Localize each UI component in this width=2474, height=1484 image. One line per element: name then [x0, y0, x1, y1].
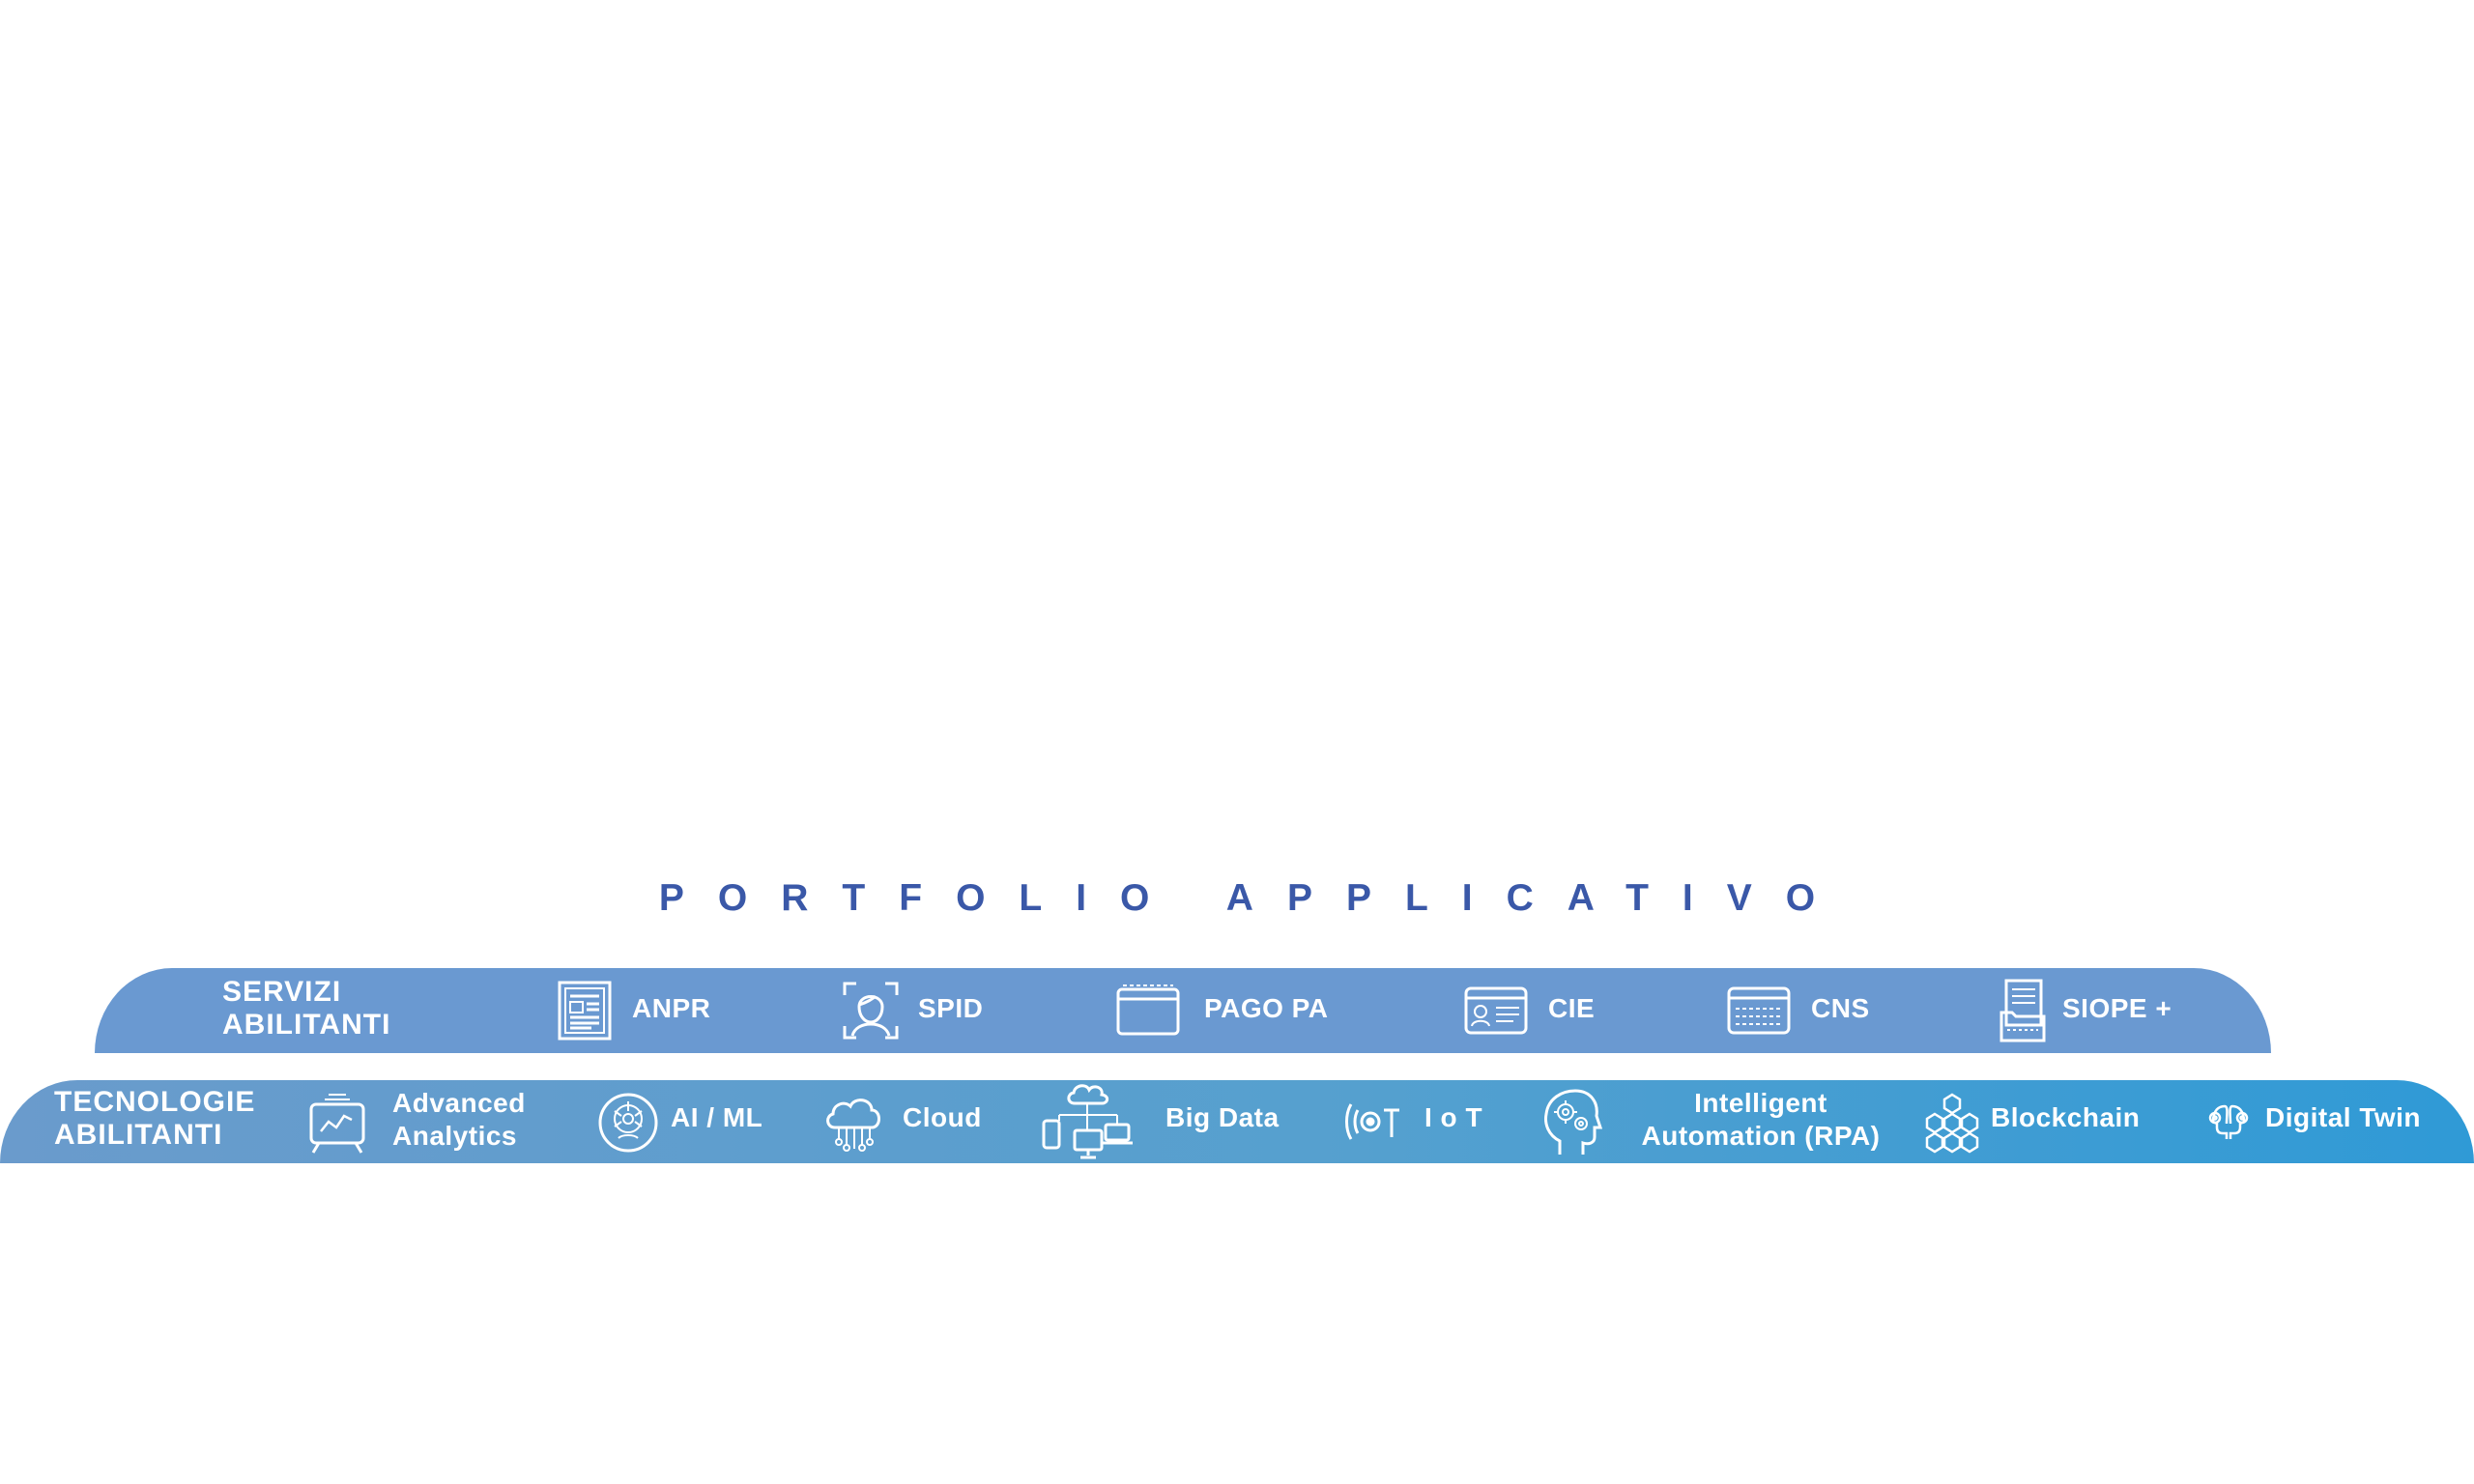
servizio-anpr: ANPR [557, 972, 769, 1049]
analytics-board-icon [307, 1091, 367, 1155]
servizio-label: ANPR [632, 993, 711, 1023]
tecnologia-advanced-analytics: Advanced Analytics [307, 1083, 559, 1160]
tecnologia-label: Blockchain [1991, 1102, 2141, 1132]
tecnologia-label: Digital Twin [2265, 1102, 2422, 1132]
smart-card-icon [1726, 985, 1792, 1036]
servizio-label: PAGO PA [1204, 993, 1329, 1023]
tecnologia-label: Cloud [903, 1102, 982, 1132]
ai-brain-icon [597, 1092, 659, 1154]
digital-twin-icon [2201, 1102, 2256, 1143]
tecnologia-label: Big Data [1165, 1102, 1280, 1132]
document-icon [557, 980, 613, 1042]
servizio-label: SPID [918, 993, 984, 1023]
servizi-title-line1: SERVIZI [222, 976, 342, 1008]
tecnologia-intelligent-automation: Intelligent Automation (RPA) [1540, 1083, 1908, 1160]
tecnologia-iot: I o T [1343, 1083, 1537, 1160]
tecnologia-digital-twin: Digital Twin [2201, 1083, 2453, 1160]
devices-network-icon [1040, 1082, 1135, 1161]
tecnologie-title-line1: TECNOLOGIE [54, 1086, 256, 1118]
tecnologia-label: Intelligent Automation (RPA) [1616, 1087, 1906, 1153]
tecnologia-ai-ml: AI / ML [597, 1083, 791, 1160]
tecnologie-abilitanti-band: TECNOLOGIE ABILITANTI Advanced Analytics [0, 1080, 2474, 1163]
cloud-network-icon [821, 1093, 885, 1153]
iot-icon [1343, 1099, 1403, 1145]
servizio-cns: CNS [1726, 972, 1919, 1049]
tecnologia-blockchain: Blockchain [1921, 1083, 2172, 1160]
tecnologia-label-line2: Automation (RPA) [1641, 1121, 1881, 1151]
servizio-spid: SPID [841, 972, 1034, 1049]
servizio-cie: CIE [1463, 972, 1656, 1049]
tecnologia-label-line1: Intelligent [1694, 1088, 1827, 1118]
servizio-pago-pa: PAGO PA [1115, 972, 1366, 1049]
servizio-label: CIE [1548, 993, 1596, 1023]
identity-card-icon [1463, 985, 1529, 1036]
servizio-label: CNS [1811, 993, 1870, 1023]
servizi-title-line2: ABILITANTI [222, 1009, 391, 1041]
tecnologia-cloud: Cloud [821, 1083, 1015, 1160]
servizi-abilitanti-band: SERVIZI ABILITANTI ANPR [95, 968, 2271, 1053]
head-gears-icon [1540, 1087, 1602, 1158]
tecnologia-label-line2: Analytics [392, 1121, 517, 1151]
servizi-band-title: SERVIZI ABILITANTI [222, 976, 390, 1042]
tecnologia-label-line1: Advanced [392, 1088, 526, 1118]
servizio-siope: SIOPE + [1999, 972, 2221, 1049]
tecnologia-big-data: Big Data [1040, 1080, 1310, 1163]
tecnologia-label: I o T [1424, 1102, 1483, 1132]
servizio-label: SIOPE + [2062, 993, 2172, 1023]
portfolio-title: PORTFOLIO APPLICATIVO [658, 877, 1850, 919]
face-id-icon [841, 980, 901, 1042]
blockchain-icon [1921, 1091, 1983, 1155]
tecnologie-band-title: TECNOLOGIE ABILITANTI [54, 1086, 255, 1152]
folder-document-icon [1999, 978, 2047, 1043]
payment-card-icon [1115, 984, 1181, 1038]
tecnologie-title-line2: ABILITANTI [54, 1119, 223, 1151]
tecnologia-label: AI / ML [671, 1102, 763, 1132]
tecnologia-label: Advanced Analytics [392, 1087, 526, 1153]
